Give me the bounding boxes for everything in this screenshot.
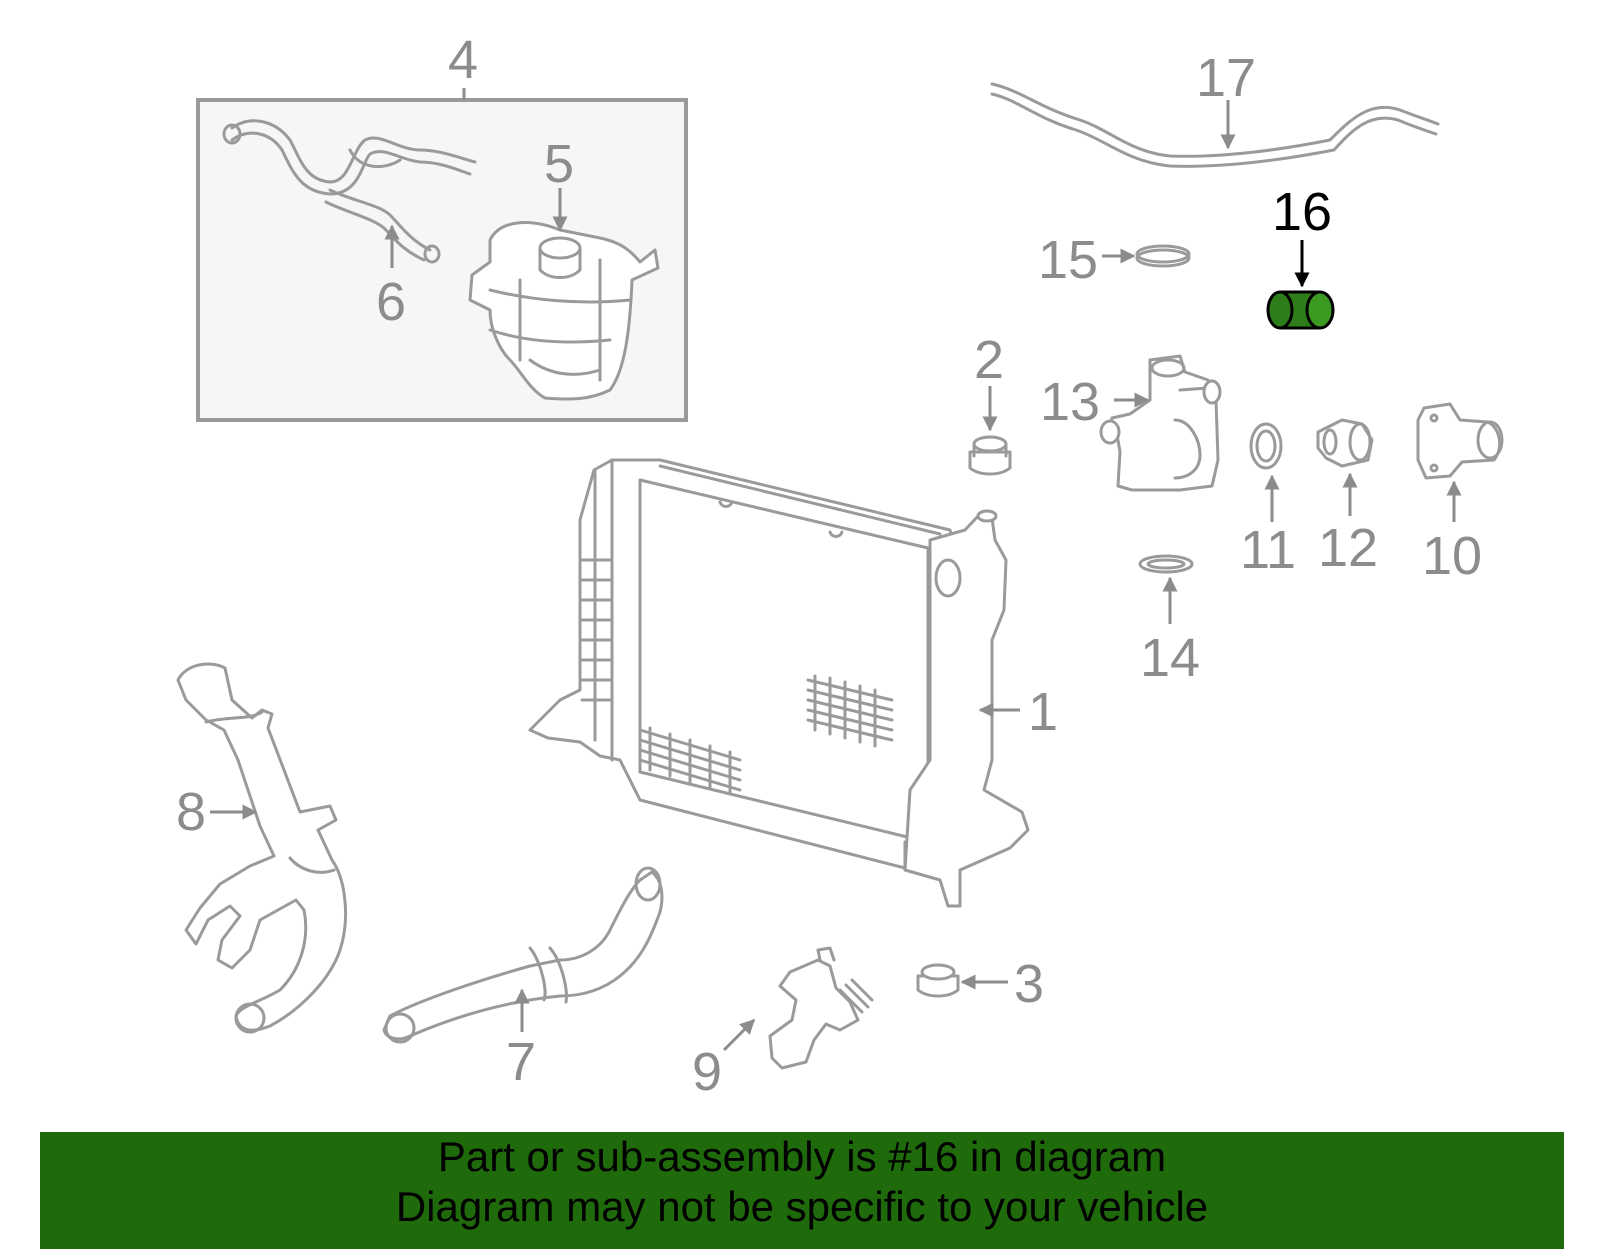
callout-7: 7 bbox=[506, 1032, 536, 1092]
part-11-gasket[interactable] bbox=[1249, 422, 1283, 470]
callout-16: 16 bbox=[1272, 182, 1332, 242]
callout-3: 3 bbox=[1014, 954, 1044, 1014]
part-info-banner: Part or sub-assembly is #16 in diagram D… bbox=[40, 1132, 1564, 1249]
callout-1: 1 bbox=[1028, 682, 1058, 742]
banner-line-1: Part or sub-assembly is #16 in diagram bbox=[437, 1133, 1167, 1180]
callout-8: 8 bbox=[176, 782, 206, 842]
part-14-seal-ring[interactable] bbox=[1138, 554, 1194, 574]
part-2-cap[interactable] bbox=[968, 435, 1012, 476]
part-6-hose[interactable] bbox=[222, 119, 477, 264]
radiator-grid-lower bbox=[638, 726, 742, 796]
part-12-thermostat[interactable] bbox=[1316, 418, 1374, 468]
callout-6: 6 bbox=[376, 272, 406, 332]
banner-line-2: Diagram may not be specific to your vehi… bbox=[395, 1183, 1209, 1230]
leader-lines bbox=[210, 100, 1462, 1052]
part-5-coolant-reservoir[interactable] bbox=[468, 221, 660, 401]
callout-2: 2 bbox=[974, 330, 1004, 390]
callout-4: 4 bbox=[448, 30, 478, 90]
part-17-pipe[interactable] bbox=[990, 82, 1440, 168]
callout-12: 12 bbox=[1318, 518, 1378, 578]
radiator-grid-upper bbox=[806, 674, 894, 748]
callout-14: 14 bbox=[1140, 628, 1200, 688]
part-13-thermostat-housing[interactable] bbox=[1099, 354, 1222, 492]
callout-9: 9 bbox=[692, 1042, 722, 1102]
callout-10: 10 bbox=[1422, 526, 1482, 586]
callout-labels: 1 2 3 4 5 6 7 8 9 10 11 12 13 14 15 16 1… bbox=[176, 30, 1482, 1102]
callout-17: 17 bbox=[1196, 48, 1256, 108]
part-3-cap[interactable] bbox=[916, 963, 960, 998]
part-10-water-outlet[interactable] bbox=[1416, 402, 1504, 480]
part-9-drain-valve[interactable] bbox=[768, 946, 874, 1070]
part-7-hose[interactable] bbox=[382, 866, 664, 1044]
part-1-radiator[interactable] bbox=[528, 458, 1030, 908]
callout-5: 5 bbox=[544, 134, 574, 194]
part-15-seal-ring[interactable] bbox=[1135, 244, 1191, 268]
part-8-hose[interactable] bbox=[176, 662, 348, 1034]
part-16-hose-highlighted[interactable] bbox=[1266, 290, 1335, 330]
callout-11: 11 bbox=[1240, 520, 1296, 580]
callout-13: 13 bbox=[1040, 372, 1100, 432]
callout-15: 15 bbox=[1038, 230, 1098, 290]
